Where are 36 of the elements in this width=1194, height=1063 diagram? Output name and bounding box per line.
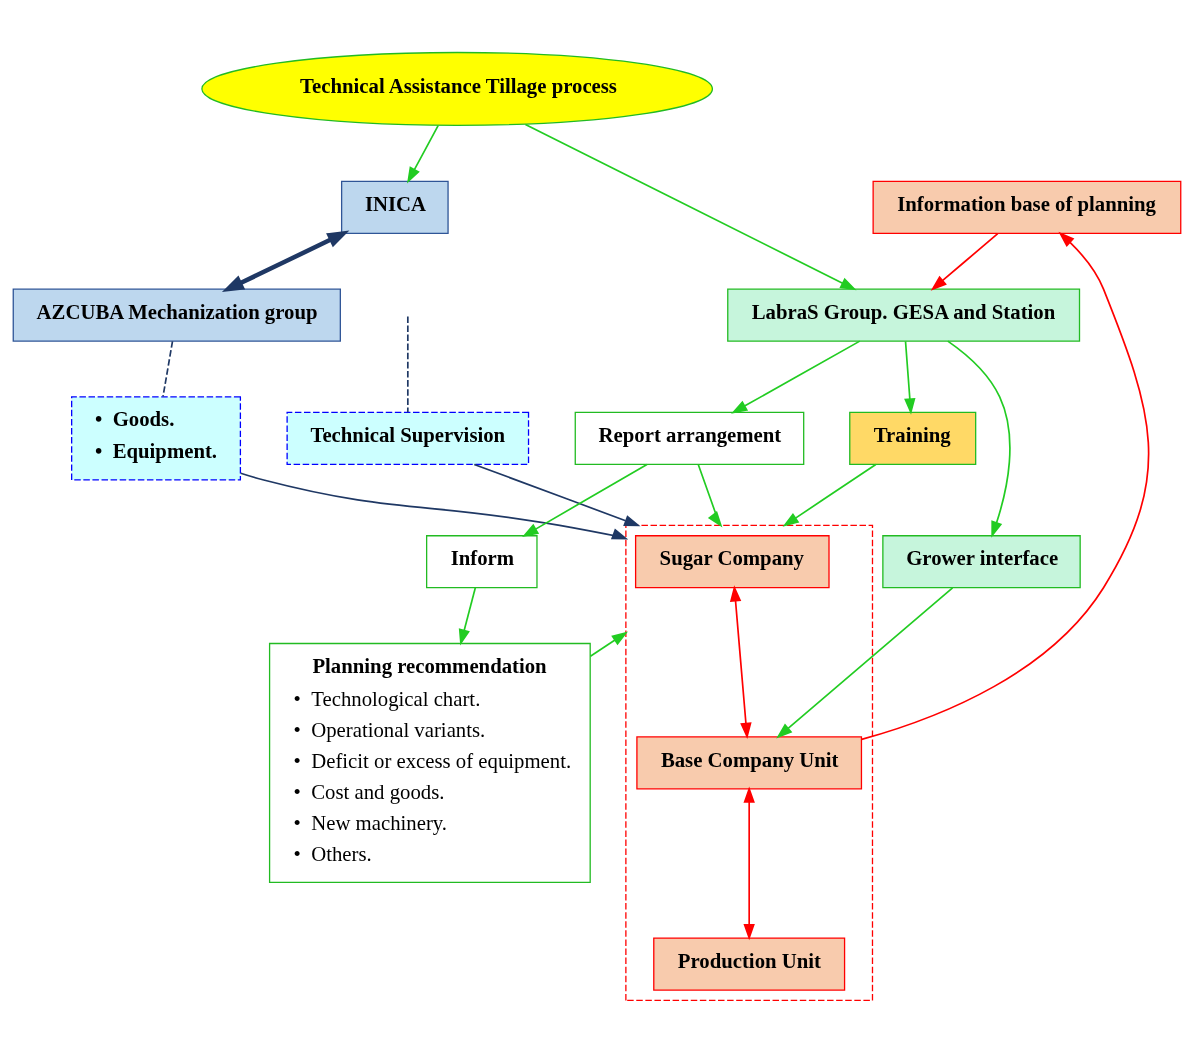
cluster [625, 524, 874, 1002]
arrow [522, 463, 648, 538]
node-box: AZCUBA Mechanization group [12, 288, 341, 342]
arrow [776, 586, 954, 739]
arrow [473, 463, 641, 527]
arrow [904, 340, 916, 415]
node-box: Sugar Company [634, 535, 830, 589]
arrow [589, 631, 628, 658]
node-box: Planning recommendation • Technological chart. • Operational variants. • Deficit or excess of equipment. • Cost and goods. • New machinery. • Others. [268, 642, 591, 883]
node-box: Inform [426, 535, 538, 589]
arrow [239, 472, 629, 540]
arrow [743, 786, 755, 941]
node-box: Information base of planning [872, 180, 1182, 234]
arrow [782, 463, 877, 527]
arrow [524, 123, 857, 291]
arrow [860, 231, 1150, 741]
arrow [407, 124, 439, 184]
arrow [729, 585, 752, 740]
arrow [930, 232, 999, 291]
node-box: Training [849, 411, 977, 466]
connector [407, 315, 409, 414]
node-box: INICA [341, 180, 449, 234]
arrow [946, 340, 1011, 538]
node-box: Technical Supervision [286, 411, 530, 466]
arrow [697, 463, 723, 528]
arrow [458, 586, 477, 646]
node-box: Production Unit [653, 937, 846, 991]
node-ellipse: Technical Assistance Tillage process [201, 51, 714, 126]
node-box: Report arrangement [574, 411, 805, 466]
node-box: LabraS Group. GESA and Station [727, 288, 1081, 342]
arrow [221, 230, 350, 293]
node-box: Grower interface [882, 535, 1081, 589]
arrow [731, 340, 861, 414]
node-box: • Goods. • Equipment. [71, 396, 242, 481]
connector [162, 340, 174, 398]
node-box: Base Company Unit [636, 736, 863, 790]
